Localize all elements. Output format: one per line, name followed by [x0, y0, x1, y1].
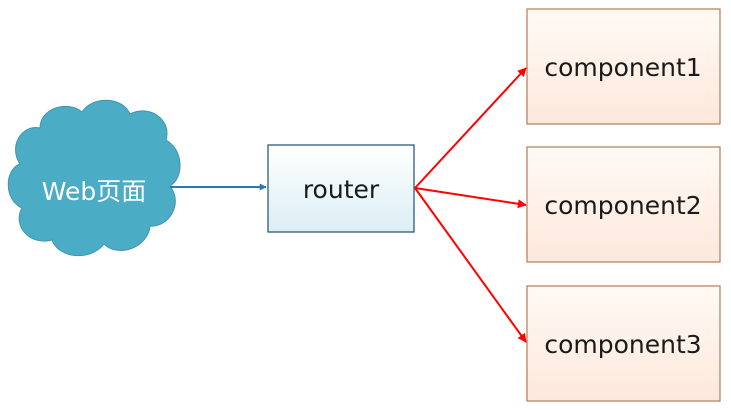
component1-box — [526, 8, 721, 125]
component1-label: component1 — [544, 53, 701, 82]
component2-box — [526, 146, 721, 263]
cloud-label: Web页面 — [42, 177, 147, 206]
component2-node: component2 — [526, 146, 721, 263]
web-page-cloud: Web页面 — [7, 99, 181, 257]
router-label: router — [303, 175, 380, 204]
edge-router-to-component2 — [414, 187, 527, 209]
component3-label: component3 — [544, 330, 701, 359]
cloud-shape — [7, 99, 181, 257]
edge-router-to-component1 — [414, 67, 527, 189]
component3-node: component3 — [526, 285, 721, 402]
component1-node: component1 — [526, 8, 721, 125]
router-box — [267, 144, 415, 233]
edge-router-to-component3 — [414, 187, 527, 343]
component2-label: component2 — [544, 191, 701, 220]
router-node: router — [267, 144, 415, 233]
component3-box — [526, 285, 721, 402]
